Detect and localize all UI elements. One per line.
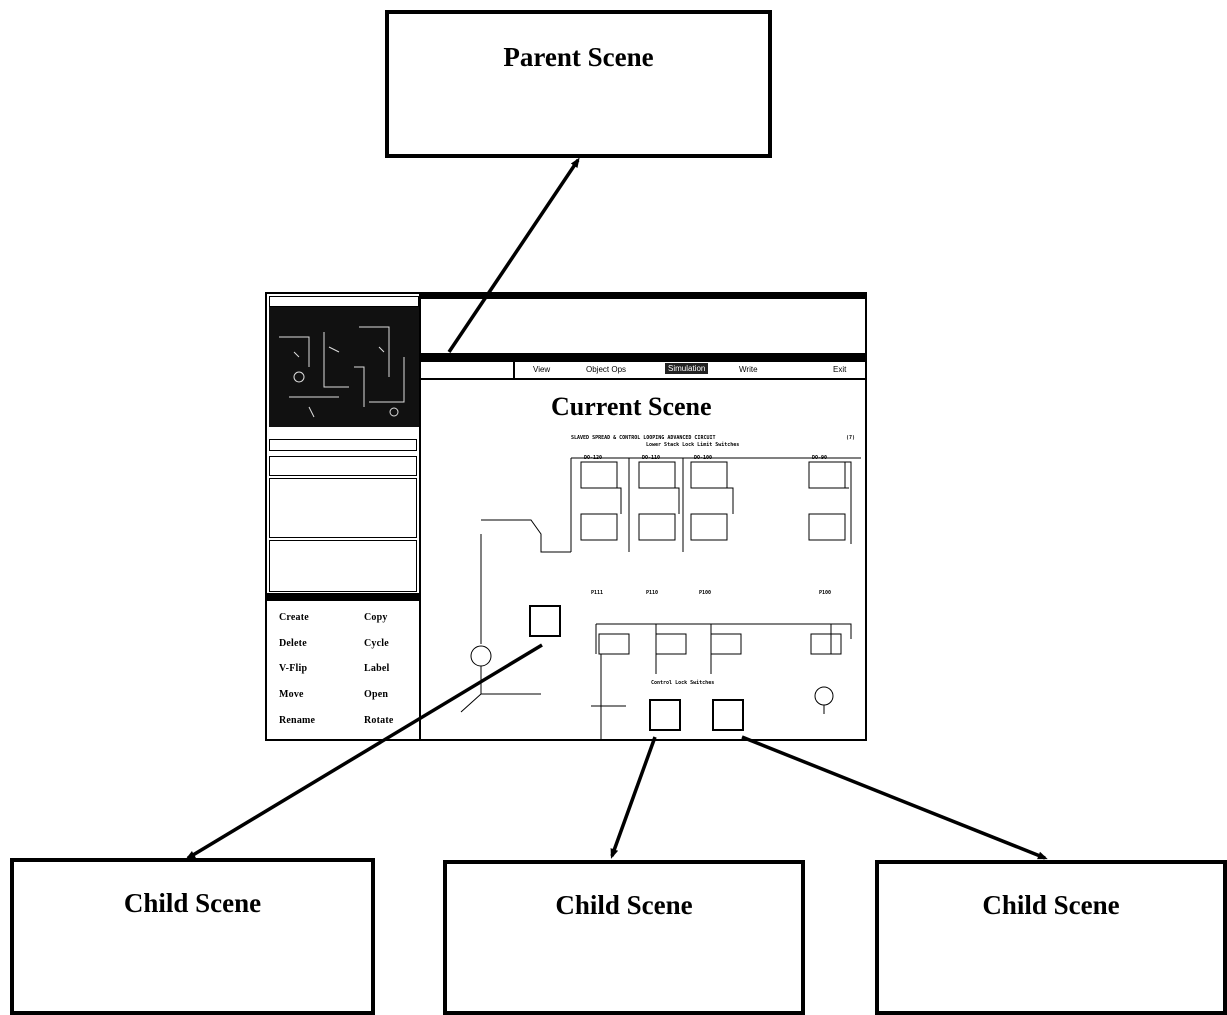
copy-button[interactable]: Copy	[364, 612, 388, 623]
vflip-button[interactable]: V-Flip	[279, 663, 308, 674]
move-button[interactable]: Move	[279, 689, 304, 700]
label-button[interactable]: Label	[364, 663, 390, 674]
parent-scene-label: Parent Scene	[503, 42, 654, 72]
menu-view[interactable]: View	[533, 365, 551, 374]
control-label: Control Lock Switches	[651, 680, 714, 686]
child-node-right[interactable]	[712, 699, 744, 731]
menu-exit[interactable]: Exit	[833, 365, 847, 374]
overview-title	[269, 296, 419, 307]
child-scene-box-1[interactable]: Child Scene	[10, 858, 375, 1015]
pressure-label-4: P100	[819, 590, 831, 596]
diagram-page: (7)	[846, 435, 855, 441]
valve-label-2: DO-110	[642, 455, 660, 461]
parent-scene-box[interactable]: Parent Scene	[385, 10, 772, 158]
scene-canvas-area: View Object Ops Simulation Write Exit Cu…	[421, 294, 865, 739]
pressure-label-3: P100	[699, 590, 711, 596]
overview-map-graphic	[279, 326, 405, 418]
panel-field-1[interactable]	[269, 439, 417, 451]
diagram-heading: SLAVED SPREAD & CONTROL LOOPING ADVANCED…	[571, 435, 716, 441]
cycle-button[interactable]: Cycle	[364, 638, 389, 649]
arrow-to-child-2	[610, 736, 657, 859]
child-scene-box-2[interactable]: Child Scene	[443, 860, 805, 1015]
menu-bar: View Object Ops Simulation Write Exit	[421, 362, 865, 380]
overview-map[interactable]	[269, 307, 419, 427]
pressure-label-2: P110	[646, 590, 658, 596]
panel-field-2[interactable]	[269, 456, 417, 476]
valve-label-4: DO-90	[812, 455, 827, 461]
child-scene-label-1: Child Scene	[123, 888, 262, 918]
child-node-middle[interactable]	[649, 699, 681, 731]
diagram-subheading: Lower Stack Lock Limit Switches	[646, 442, 739, 448]
menu-status-field	[421, 362, 515, 378]
menu-simulation[interactable]: Simulation	[665, 363, 709, 374]
child-scene-box-3[interactable]: Child Scene	[875, 860, 1227, 1015]
child-node-left[interactable]	[529, 605, 561, 637]
rename-button[interactable]: Rename	[279, 715, 316, 726]
command-bar	[267, 593, 419, 601]
panel-area-2	[269, 540, 417, 592]
arrow-to-child-1	[185, 643, 543, 860]
schematic-diagram: SLAVED SPREAD & CONTROL LOOPING ADVANCED…	[460, 435, 861, 739]
title-bar	[421, 294, 865, 299]
separator-bar	[421, 353, 865, 362]
panel-area-1	[269, 478, 417, 538]
open-button[interactable]: Open	[364, 689, 389, 700]
child-scene-label-2: Child Scene	[555, 890, 693, 920]
left-panel: Create Copy Delete Cycle V-Flip Label Mo…	[267, 294, 421, 739]
current-scene-label: Current Scene	[551, 392, 712, 421]
create-button[interactable]: Create	[279, 612, 309, 623]
child-scene-label-3: Child Scene	[982, 890, 1120, 920]
current-scene-window[interactable]: Create Copy Delete Cycle V-Flip Label Mo…	[265, 292, 867, 741]
arrow-to-child-3	[741, 735, 1048, 860]
menu-write[interactable]: Write	[739, 365, 758, 374]
pressure-label-1: P111	[591, 590, 603, 596]
rotate-button[interactable]: Rotate	[364, 715, 394, 726]
valve-label-3: DO-100	[694, 455, 712, 461]
valve-label-1: DO-120	[584, 455, 602, 461]
delete-button[interactable]: Delete	[279, 638, 307, 649]
menu-object-ops[interactable]: Object Ops	[586, 365, 627, 374]
arrow-to-parent	[447, 157, 580, 353]
